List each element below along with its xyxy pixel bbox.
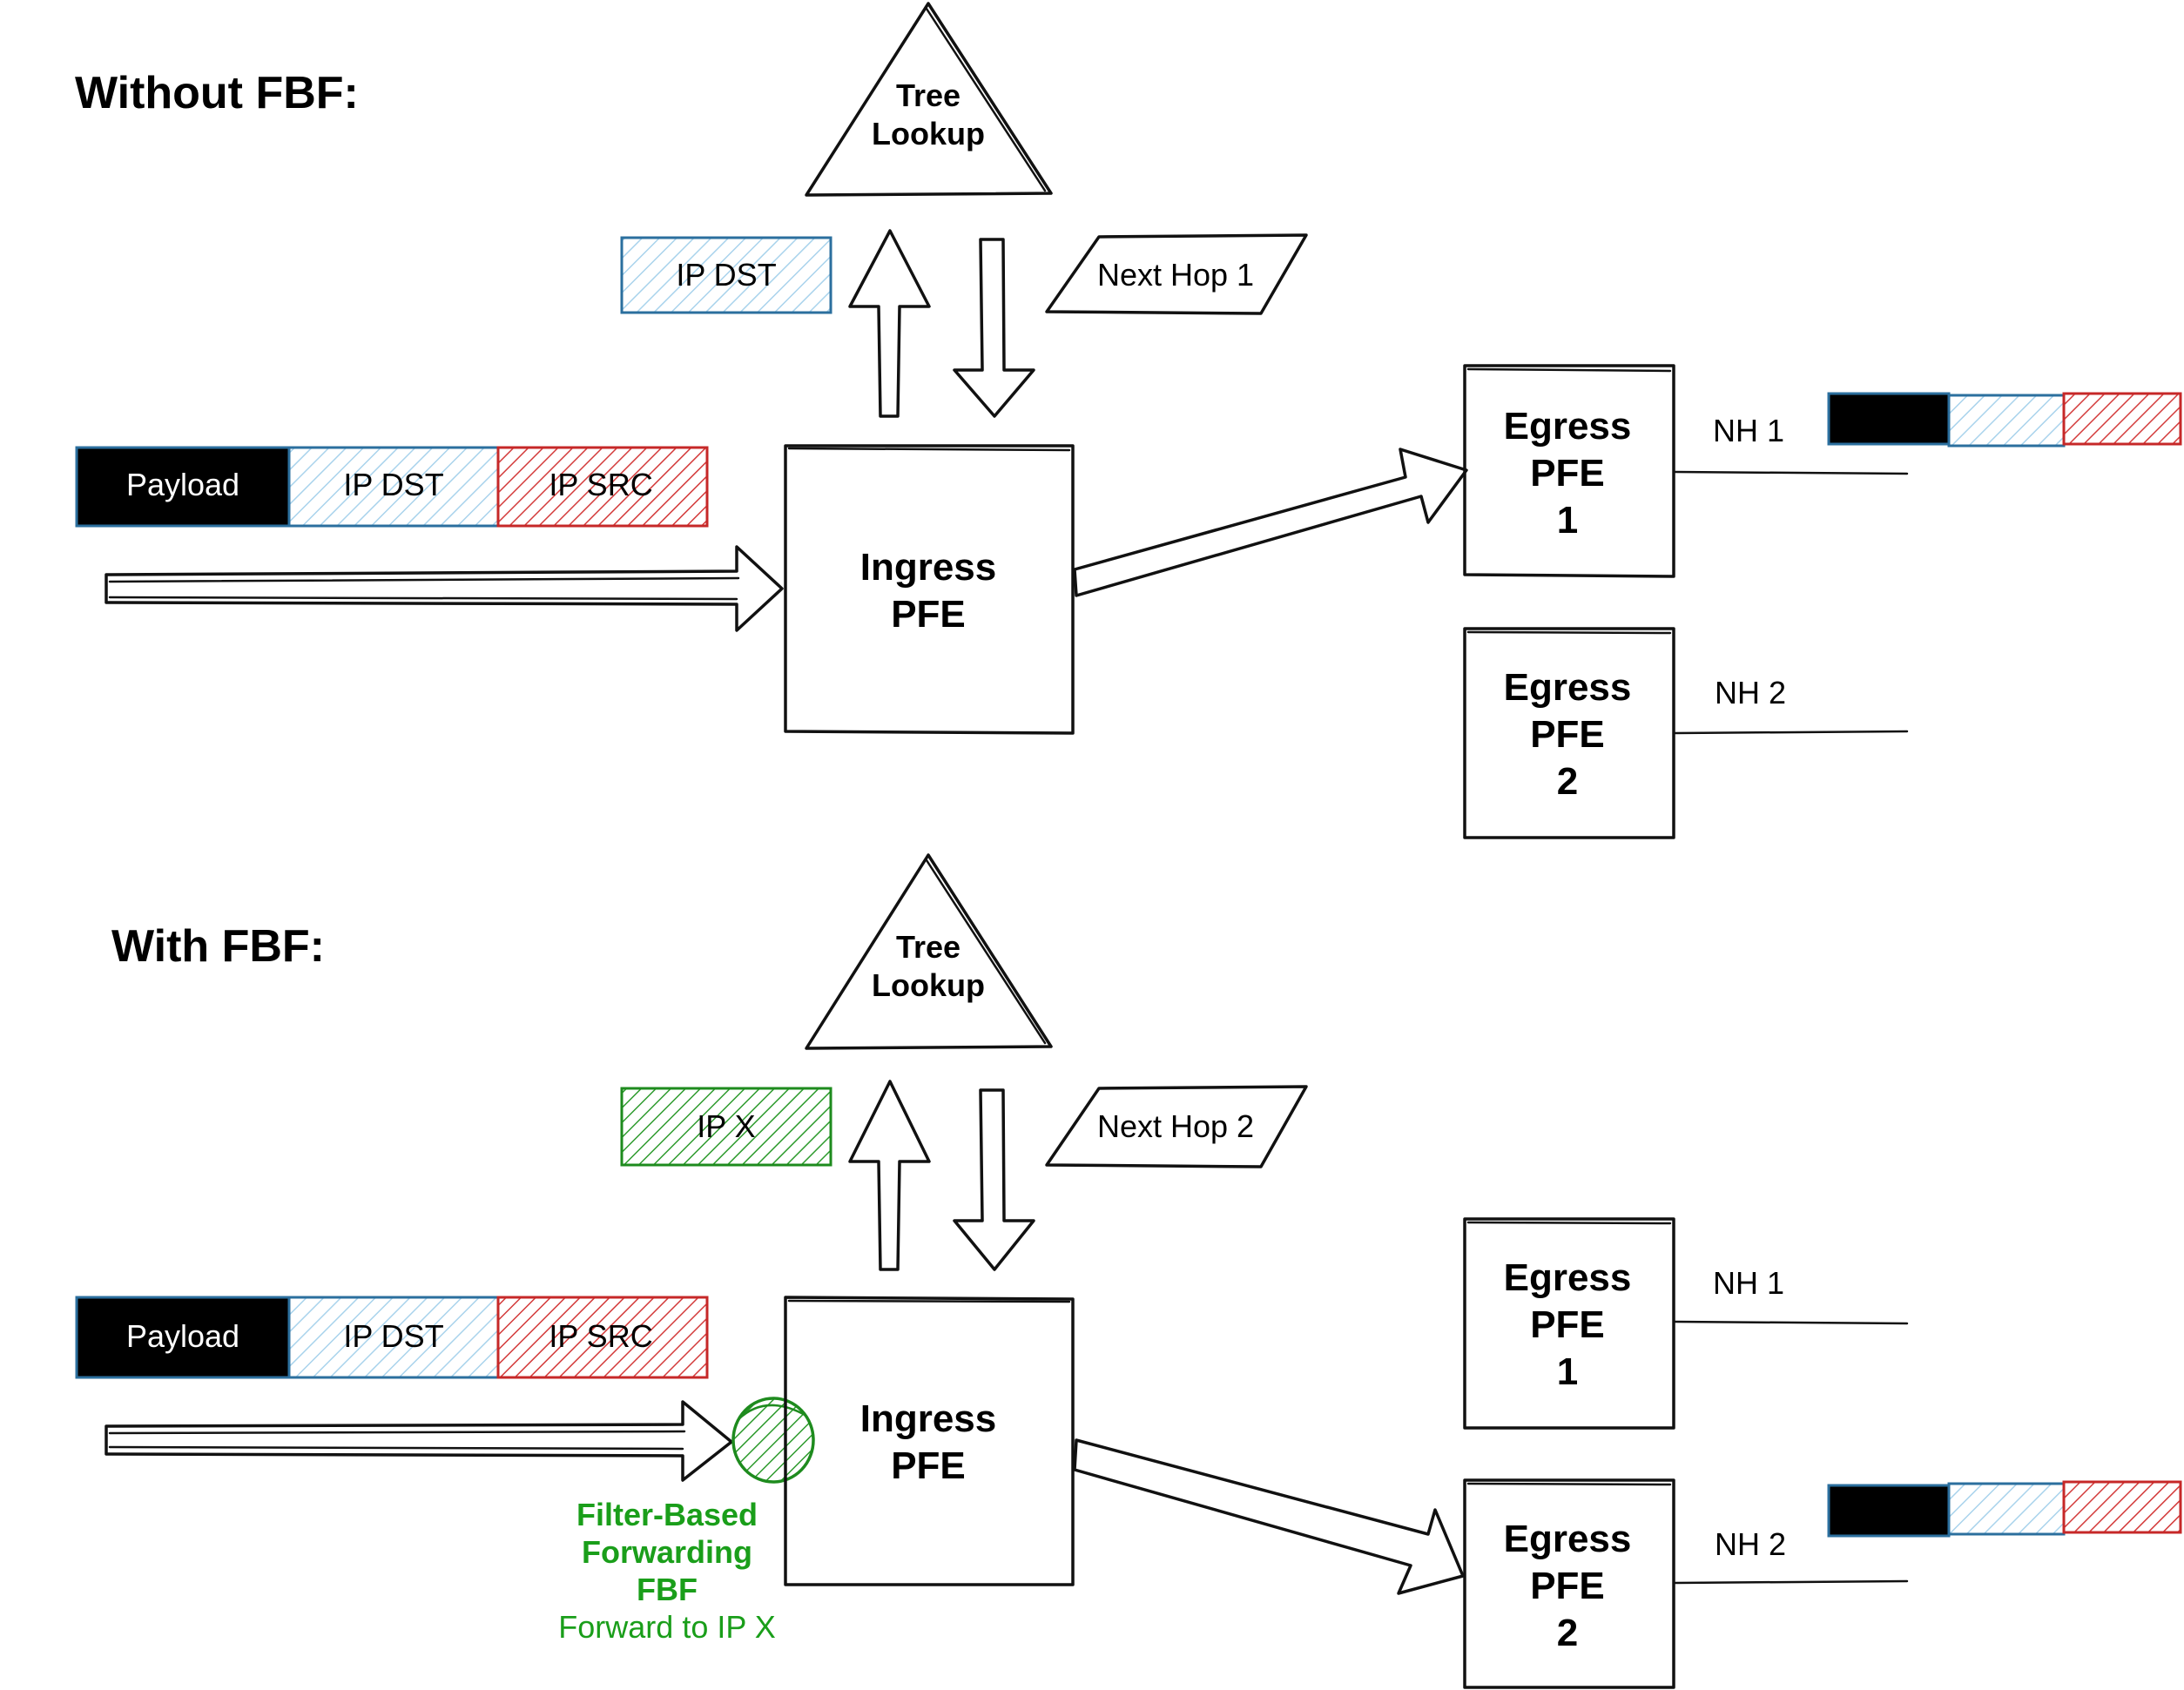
- link-nh2-bottom: [1674, 1579, 1909, 1585]
- arrow-down-from-tree-bottom: [953, 1088, 1035, 1271]
- arrow-to-egress-2-bottom: [1073, 1438, 1465, 1595]
- tree-lookup-bottom: Tree Lookup: [805, 853, 1053, 1050]
- link-nh1-top: [1674, 470, 1909, 475]
- fbf-note-line4: Forward to IP X: [558, 1609, 775, 1645]
- tree-lookup-label-2: Lookup: [872, 967, 985, 1003]
- arrow-up-to-tree-top: [848, 229, 931, 418]
- tree-lookup-top: Tree Lookup: [805, 2, 1053, 197]
- next-hop-nh1-top: NH 1: [1713, 413, 1784, 448]
- fbf-note-line3: FBF: [637, 1572, 698, 1607]
- arrow-up-to-tree-bottom: [848, 1080, 931, 1271]
- ingress-pfe-top: Ingress PFE: [784, 444, 1075, 735]
- egress-pfe-1-bottom: Egress PFE 1: [1463, 1217, 1675, 1430]
- ingress-label-2: PFE: [891, 593, 966, 636]
- lookup-result-label: Next Hop 1: [1097, 257, 1254, 293]
- lookup-key-label: IP X: [697, 1108, 755, 1144]
- egress-2-label-2: PFE: [1530, 1565, 1605, 1607]
- packet-ip-src-label: IP SRC: [549, 1318, 652, 1354]
- packet-payload-label: Payload: [126, 1318, 239, 1354]
- packet-ip-src-label: IP SRC: [549, 467, 652, 502]
- lookup-result-next-hop-1: Next Hop 1: [1045, 233, 1308, 315]
- egress-1-label-3: 1: [1557, 499, 1578, 542]
- ingress-label-1: Ingress: [860, 1397, 997, 1440]
- next-hop-nh1-bottom: NH 1: [1713, 1265, 1784, 1301]
- lookup-key-label: IP DST: [676, 257, 776, 293]
- next-hop-nh2-top: NH 2: [1715, 675, 1786, 710]
- next-hop-nh2-bottom: NH 2: [1715, 1526, 1786, 1562]
- link-nh2-top: [1674, 730, 1909, 735]
- egress-pfe-1-top: Egress PFE 1: [1463, 364, 1675, 578]
- arrow-to-egress-1-top: [1073, 448, 1468, 597]
- egress-1-label-3: 1: [1557, 1350, 1578, 1393]
- tree-lookup-label-1: Tree: [896, 77, 961, 113]
- packet-out-nh2-bottom: [1827, 1480, 2182, 1538]
- packet-out-nh1-top: [1827, 392, 2182, 448]
- fbf-note-line2: Forwarding: [582, 1534, 752, 1570]
- ingress-label-1: Ingress: [860, 546, 997, 589]
- fbf-annotation: Filter-Based Forwarding FBF Forward to I…: [558, 1497, 775, 1645]
- egress-2-label-2: PFE: [1530, 713, 1605, 756]
- section-title-with-fbf: With FBF:: [111, 921, 325, 972]
- egress-2-label-1: Egress: [1504, 1518, 1632, 1560]
- egress-1-label-2: PFE: [1530, 1303, 1605, 1346]
- fbf-filter-circle: [731, 1397, 815, 1484]
- packet-ip-dst-label: IP DST: [343, 1318, 443, 1354]
- egress-1-label-1: Egress: [1504, 405, 1632, 448]
- egress-pfe-2-bottom: Egress PFE 2: [1463, 1478, 1675, 1689]
- lookup-result-label: Next Hop 2: [1097, 1108, 1254, 1144]
- section-title-without-fbf: Without FBF:: [75, 68, 359, 118]
- arrow-input-top: [104, 545, 784, 632]
- fbf-note-line1: Filter-Based: [576, 1497, 758, 1532]
- link-nh1-bottom: [1674, 1320, 1909, 1325]
- egress-2-label-3: 2: [1557, 760, 1578, 803]
- lookup-key-ip-x: IP X: [620, 1087, 832, 1167]
- ingress-pfe-bottom: Ingress PFE: [784, 1296, 1075, 1586]
- tree-lookup-label-2: Lookup: [872, 116, 985, 151]
- packet-bottom: Payload IP DST IP SRC: [75, 1296, 709, 1379]
- ingress-label-2: PFE: [891, 1444, 966, 1487]
- arrow-down-from-tree-top: [953, 238, 1035, 418]
- egress-pfe-2-top: Egress PFE 2: [1463, 627, 1675, 839]
- lookup-key-ip-dst: IP DST: [620, 236, 832, 314]
- packet-payload-label: Payload: [126, 467, 239, 502]
- lookup-result-next-hop-2: Next Hop 2: [1045, 1085, 1308, 1168]
- egress-2-label-3: 2: [1557, 1612, 1578, 1654]
- egress-2-label-1: Egress: [1504, 666, 1632, 709]
- egress-1-label-2: PFE: [1530, 452, 1605, 495]
- packet-top: Payload IP DST IP SRC: [75, 446, 709, 528]
- packet-ip-dst-label: IP DST: [343, 467, 443, 502]
- tree-lookup-label-1: Tree: [896, 929, 961, 965]
- arrow-input-bottom: [104, 1400, 733, 1482]
- egress-1-label-1: Egress: [1504, 1256, 1632, 1299]
